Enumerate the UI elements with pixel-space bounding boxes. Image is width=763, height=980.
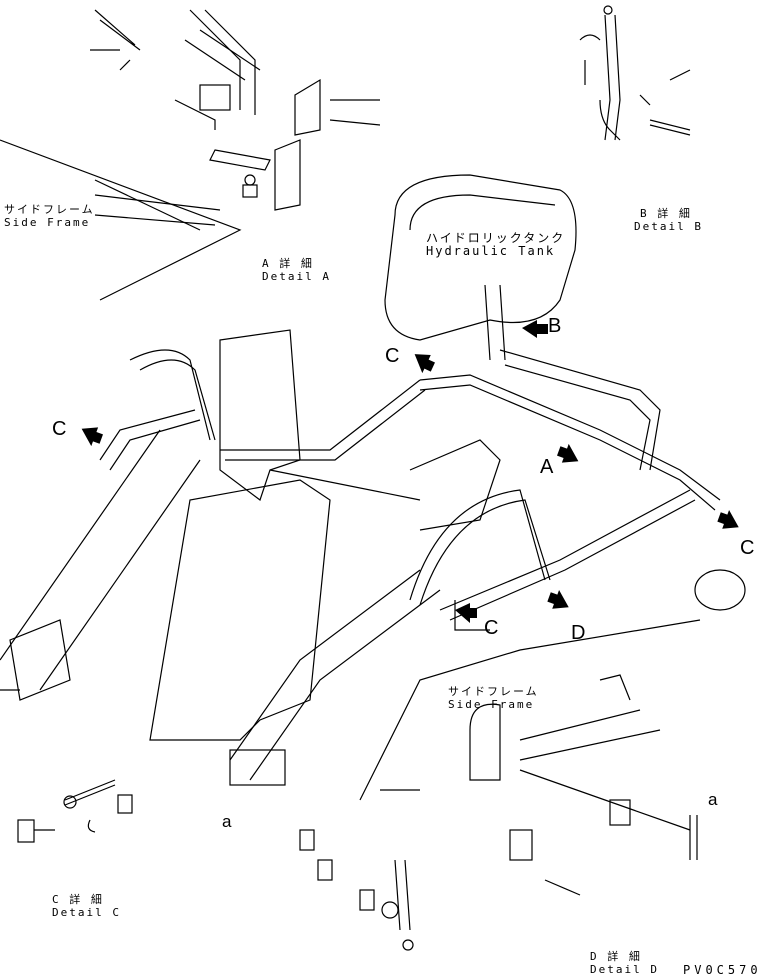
detail-d-label: D 詳 細 Detail D [590,950,659,976]
detail-b-drawing [579,5,691,141]
detail-d-en: Detail D [590,963,659,976]
detail-b-label: B 詳 細 Detail B [634,207,703,233]
hydraulic-tank-label: ハイドロリックタンク Hydraulic Tank [426,232,565,258]
side-frame-en: Side Frame [4,216,91,229]
hydraulic-tank-drawing [384,174,577,361]
side-frame-jp: サイドフレーム [4,203,95,216]
view-marker-a-small-c: a [222,812,232,831]
detail-a-en: Detail A [262,270,331,283]
view-arrows [81,320,739,623]
detail-c-en: Detail C [52,906,121,919]
view-marker-c-left: C [52,418,67,440]
detail-c-jp: C 詳 細 [52,893,104,906]
detail-d-drawing [299,674,698,951]
view-marker-a: A [540,456,554,478]
view-marker-b: B [548,315,562,337]
detail-c-drawing [17,779,133,843]
detail-b-jp: B 詳 細 [640,207,692,220]
detail-a-drawing [0,9,381,301]
detail-a-label: A 詳 細 Detail A [262,257,331,283]
side-frame-label-a: サイドフレーム Side Frame [4,203,95,229]
view-marker-a-small-d: a [708,790,718,809]
side-frame-label-d: サイドフレーム Side Frame [448,685,539,711]
detail-d-jp: D 詳 細 [590,950,642,963]
detail-c-label: C 詳 細 Detail C [52,893,121,919]
detail-a-jp: A 詳 細 [262,257,314,270]
view-marker-c-bottom: C [484,617,499,639]
side-frame-en: Side Frame [448,698,535,711]
view-marker-c-top: C [385,345,400,367]
view-marker-d: D [571,622,586,644]
drawing-code: PV0C570 [683,963,762,977]
view-marker-c-right: C [740,537,755,559]
hydraulic-tank-jp: ハイドロリックタンク [426,231,566,245]
hydraulic-tank-en: Hydraulic Tank [426,244,556,258]
frame-drawing [0,329,746,801]
detail-b-en: Detail B [634,220,703,233]
side-frame-jp: サイドフレーム [448,685,539,698]
